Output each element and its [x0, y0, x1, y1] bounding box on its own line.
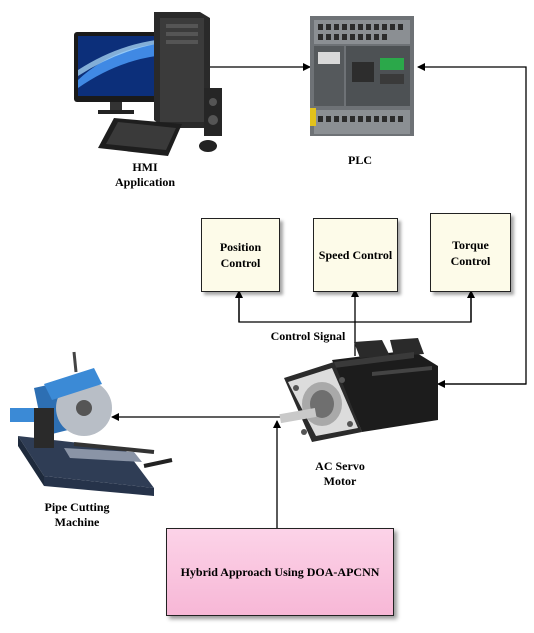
position-control-box: Position Control [201, 218, 280, 292]
control-signal-label: Control Signal [270, 329, 346, 343]
pipe-cutter-icon [10, 351, 173, 496]
servo-motor-icon [279, 338, 438, 442]
hmi-label: HMI Application [114, 160, 175, 189]
plc-label: PLC [348, 153, 372, 167]
torque-control-box: Torque Control [430, 213, 511, 292]
speed-control-box: Speed Control [313, 218, 398, 292]
plc-controller-icon [310, 16, 414, 136]
servo-label: AC Servo Motor [315, 459, 365, 488]
desktop-computer-icon [74, 12, 222, 156]
pipe-cutter-label: Pipe Cutting Machine [44, 500, 110, 529]
hybrid-approach-box: Hybrid Approach Using DOA-APCNN [166, 528, 394, 616]
